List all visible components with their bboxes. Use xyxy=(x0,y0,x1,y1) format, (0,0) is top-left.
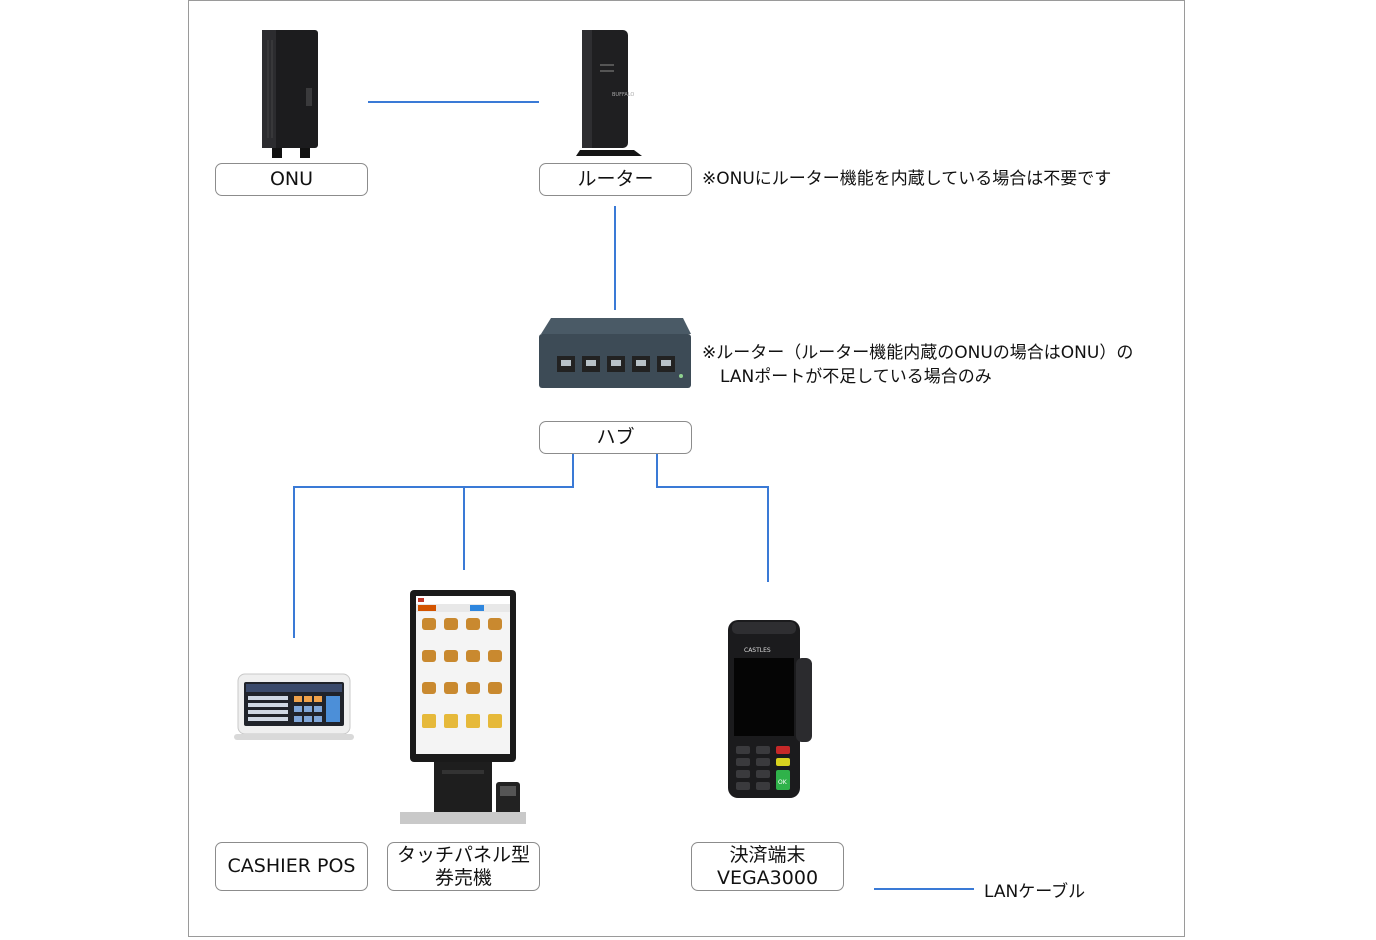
payment-terminal-image: CASTLES OK xyxy=(728,620,812,798)
pos-label-text: CASHIER POS xyxy=(227,855,356,877)
terminal-brand-text: CASTLES xyxy=(744,647,771,654)
hub-note-line2: LANポートが不足している場合のみ xyxy=(720,367,992,387)
pos-label: CASHIER POS xyxy=(215,842,368,891)
onu-label-text: ONU xyxy=(269,168,314,190)
router-note: ※ONUにルーター機能を内蔵している場合は不要です xyxy=(702,169,1112,189)
hub-note-line1: ※ルーター（ルーター機能内蔵のONUの場合はONU）の xyxy=(702,343,1134,363)
kiosk-label-line1: タッチパネル型 xyxy=(396,843,530,866)
cable-hub-terminal xyxy=(656,454,769,582)
hub-label-text: ハブ xyxy=(596,426,635,448)
legend-line xyxy=(874,888,974,890)
router-label: ルーター xyxy=(539,163,692,196)
pos-device-image xyxy=(234,673,354,740)
hub-label: ハブ xyxy=(539,421,692,454)
legend-label: LANケーブル xyxy=(984,882,1086,902)
terminal-label: 決済端末 VEGA3000 xyxy=(691,842,844,891)
hub-device-image xyxy=(539,318,691,388)
terminal-label-line2: VEGA3000 xyxy=(716,866,819,889)
kiosk-device-image xyxy=(400,590,526,824)
kiosk-label-line2: 券売機 xyxy=(434,866,492,889)
router-label-text: ルーター xyxy=(577,168,654,190)
cable-hub-left xyxy=(293,454,574,638)
diagram-frame xyxy=(188,0,1185,937)
kiosk-label: タッチパネル型 券売機 xyxy=(387,842,540,891)
onu-label: ONU xyxy=(215,163,368,196)
terminal-ok-text: OK xyxy=(778,779,788,786)
onu-device-image xyxy=(262,30,318,158)
terminal-label-line1: 決済端末 xyxy=(729,843,806,866)
router-device-image: BUFFALO xyxy=(576,30,642,156)
router-brand-text: BUFFALO xyxy=(612,92,634,98)
